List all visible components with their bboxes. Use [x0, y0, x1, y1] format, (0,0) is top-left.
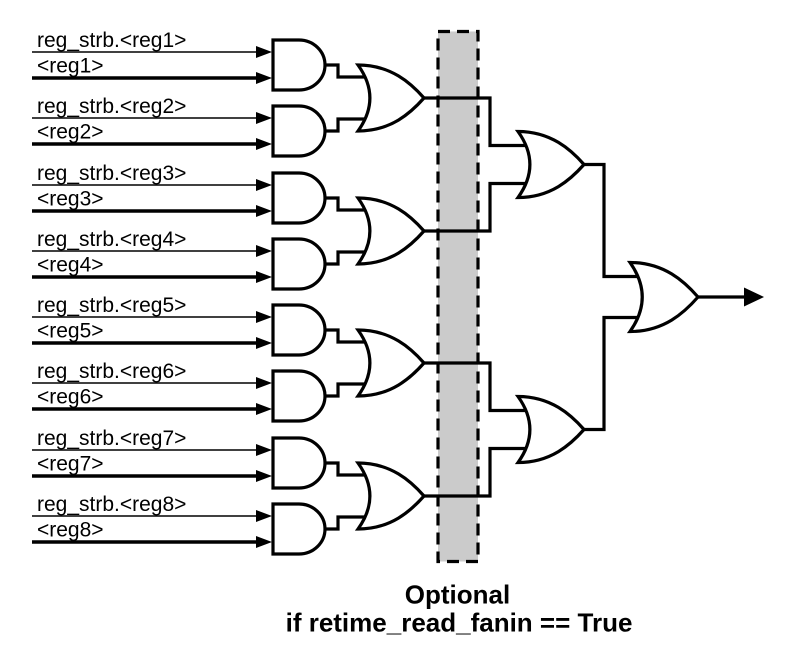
- wire-and6-to-or2-3: [323, 382, 372, 398]
- input-label-value-reg3: <reg3>: [37, 188, 104, 211]
- and-gate-7: [271, 436, 327, 490]
- input-arrowhead-strobe-reg7: [256, 444, 272, 456]
- input-arrowhead-strobe-reg6: [256, 377, 272, 389]
- wire-or2-1-to-or3-1: [422, 96, 532, 148]
- and-gate-4: [271, 237, 327, 291]
- input-label-value-reg4: <reg4>: [37, 254, 104, 277]
- input-label-strobe-reg5: reg_strb.<reg5>: [37, 294, 186, 317]
- arrowheads-layer: [256, 46, 764, 548]
- input-label-strobe-reg1: reg_strb.<reg1>: [37, 29, 186, 52]
- wire-or3-2-to-final: [582, 315, 644, 432]
- input-label-strobe-reg4: reg_strb.<reg4>: [37, 228, 186, 251]
- wire-and4-to-or2-2: [323, 250, 372, 266]
- and-gate-3: [271, 171, 327, 225]
- input-arrowhead-value-reg6: [256, 403, 272, 415]
- wires-layer: [32, 51, 746, 544]
- wire-and7-to-or2-4: [323, 461, 372, 477]
- or-gate-l3-2: [514, 394, 587, 465]
- input-label-value-reg6: <reg6>: [37, 386, 104, 409]
- wire-and8-to-or2-4: [323, 515, 372, 531]
- input-arrowhead-value-reg2: [256, 138, 272, 150]
- input-arrowhead-value-reg3: [256, 205, 272, 217]
- wire-and5-to-or2-3: [323, 328, 372, 344]
- input-label-value-reg8: <reg8>: [37, 519, 104, 542]
- input-label-strobe-reg6: reg_strb.<reg6>: [37, 360, 186, 383]
- labels-layer: reg_strb.<reg1> <reg1> reg_strb.<reg2> <reg…: [37, 29, 186, 542]
- input-arrowhead-value-reg1: [256, 72, 272, 84]
- or-gate-final: [626, 260, 701, 334]
- input-label-strobe-reg2: reg_strb.<reg2>: [37, 95, 186, 118]
- input-arrowhead-value-reg4: [256, 271, 272, 283]
- input-arrowhead-strobe-reg2: [256, 112, 272, 124]
- or-gate-l3-1: [514, 129, 587, 200]
- input-arrowhead-strobe-reg1: [256, 46, 272, 58]
- and-gate-5: [271, 303, 327, 357]
- or-gate-l2-3: [354, 328, 427, 398]
- input-label-value-reg1: <reg1>: [37, 55, 104, 78]
- input-label-strobe-reg7: reg_strb.<reg7>: [37, 427, 186, 450]
- wire-and2-to-or2-1: [323, 117, 372, 133]
- input-label-value-reg7: <reg7>: [37, 453, 104, 476]
- input-arrowhead-value-reg5: [256, 337, 272, 349]
- optional-region-box: [436, 29, 480, 564]
- input-label-strobe-reg3: reg_strb.<reg3>: [37, 162, 186, 185]
- and-gate-6: [271, 369, 327, 423]
- optional-region-layer: [436, 29, 480, 564]
- and-gate-8: [271, 502, 327, 556]
- wire-or2-4-to-or3-2: [422, 446, 532, 498]
- input-arrowhead-value-reg7: [256, 470, 272, 482]
- optional-note-line2: if retime_read_fanin == True: [286, 608, 633, 638]
- input-arrowhead-strobe-reg8: [256, 510, 272, 522]
- input-arrowhead-strobe-reg4: [256, 245, 272, 257]
- input-arrowhead-strobe-reg5: [256, 311, 272, 323]
- wire-or2-3-to-or3-2: [422, 361, 532, 413]
- input-arrowhead-strobe-reg3: [256, 179, 272, 191]
- and-gate-1: [271, 38, 327, 92]
- output-arrowhead: [744, 287, 764, 307]
- input-label-strobe-reg8: reg_strb.<reg8>: [37, 493, 186, 516]
- wire-and1-to-or2-1: [323, 63, 372, 79]
- input-arrowhead-value-reg8: [256, 536, 272, 548]
- or-gate-l2-2: [354, 196, 427, 266]
- gates-layer: [271, 38, 701, 556]
- input-label-value-reg5: <reg5>: [37, 320, 104, 343]
- or-gate-l2-1: [354, 63, 427, 133]
- or-gate-l2-4: [354, 461, 427, 531]
- optional-note-line1: Optional: [405, 580, 510, 610]
- wire-or3-1-to-final: [582, 162, 644, 279]
- wire-and3-to-or2-2: [323, 196, 372, 212]
- and-gate-2: [271, 104, 327, 158]
- input-label-value-reg2: <reg2>: [37, 121, 104, 144]
- wire-or2-2-to-or3-1: [422, 181, 532, 233]
